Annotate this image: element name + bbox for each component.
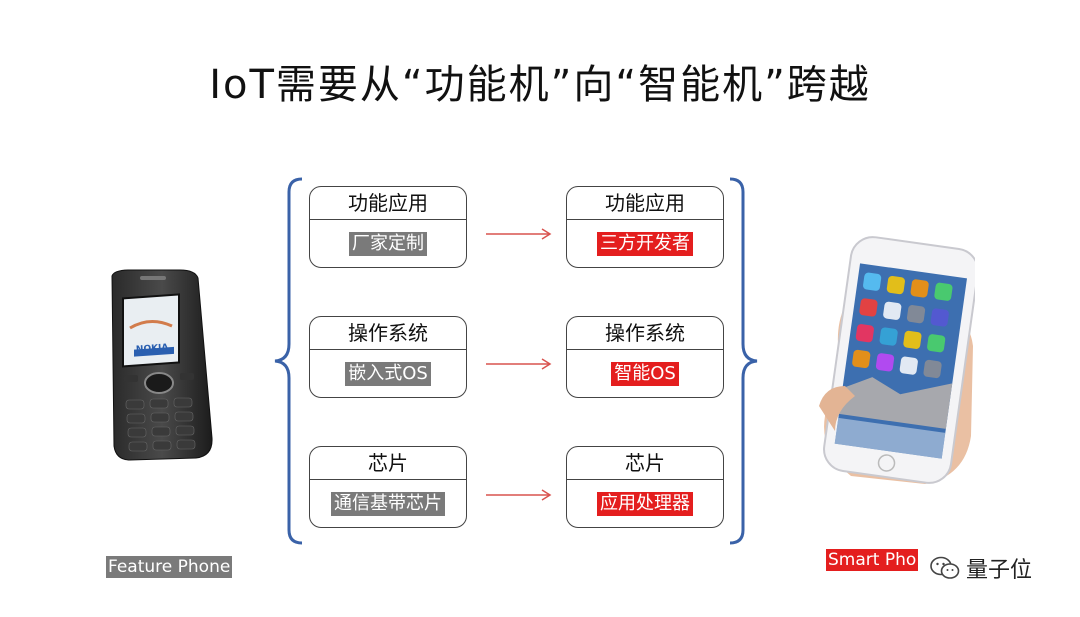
smart-phone-label: Smart Pho bbox=[826, 549, 919, 571]
box-value: 三方开发者 bbox=[597, 232, 693, 256]
feature-phone-label: Feature Phone bbox=[106, 556, 233, 578]
box-value: 智能OS bbox=[611, 362, 679, 386]
watermark: 量子位 bbox=[930, 552, 1032, 584]
box-header: 操作系统 bbox=[567, 317, 723, 350]
left-box-chip: 芯片 通信基带芯片 bbox=[309, 446, 467, 528]
watermark-text: 量子位 bbox=[966, 558, 1033, 583]
box-value: 通信基带芯片 bbox=[331, 492, 445, 516]
arrow-os bbox=[486, 358, 552, 370]
box-header: 操作系统 bbox=[310, 317, 466, 350]
right-curly-bracket bbox=[729, 177, 758, 545]
arrow-chip bbox=[486, 489, 552, 501]
wechat-icon bbox=[930, 556, 960, 579]
smart-phone-image bbox=[819, 236, 975, 484]
feature-phone-image bbox=[111, 269, 213, 461]
box-header: 功能应用 bbox=[567, 187, 723, 220]
right-box-os: 操作系统 智能OS bbox=[566, 316, 724, 398]
box-header: 功能应用 bbox=[310, 187, 466, 220]
arrow-apps bbox=[486, 228, 552, 240]
slide-title: IoT需要从“功能机”向“智能机”跨越 bbox=[209, 62, 871, 108]
right-box-apps: 功能应用 三方开发者 bbox=[566, 186, 724, 268]
left-curly-bracket bbox=[274, 177, 303, 545]
box-header: 芯片 bbox=[567, 447, 723, 480]
box-value: 嵌入式OS bbox=[345, 362, 431, 386]
box-value: 应用处理器 bbox=[597, 492, 693, 516]
left-box-apps: 功能应用 厂家定制 bbox=[309, 186, 467, 268]
left-box-os: 操作系统 嵌入式OS bbox=[309, 316, 467, 398]
box-header: 芯片 bbox=[310, 447, 466, 480]
box-value: 厂家定制 bbox=[349, 232, 427, 256]
right-box-chip: 芯片 应用处理器 bbox=[566, 446, 724, 528]
